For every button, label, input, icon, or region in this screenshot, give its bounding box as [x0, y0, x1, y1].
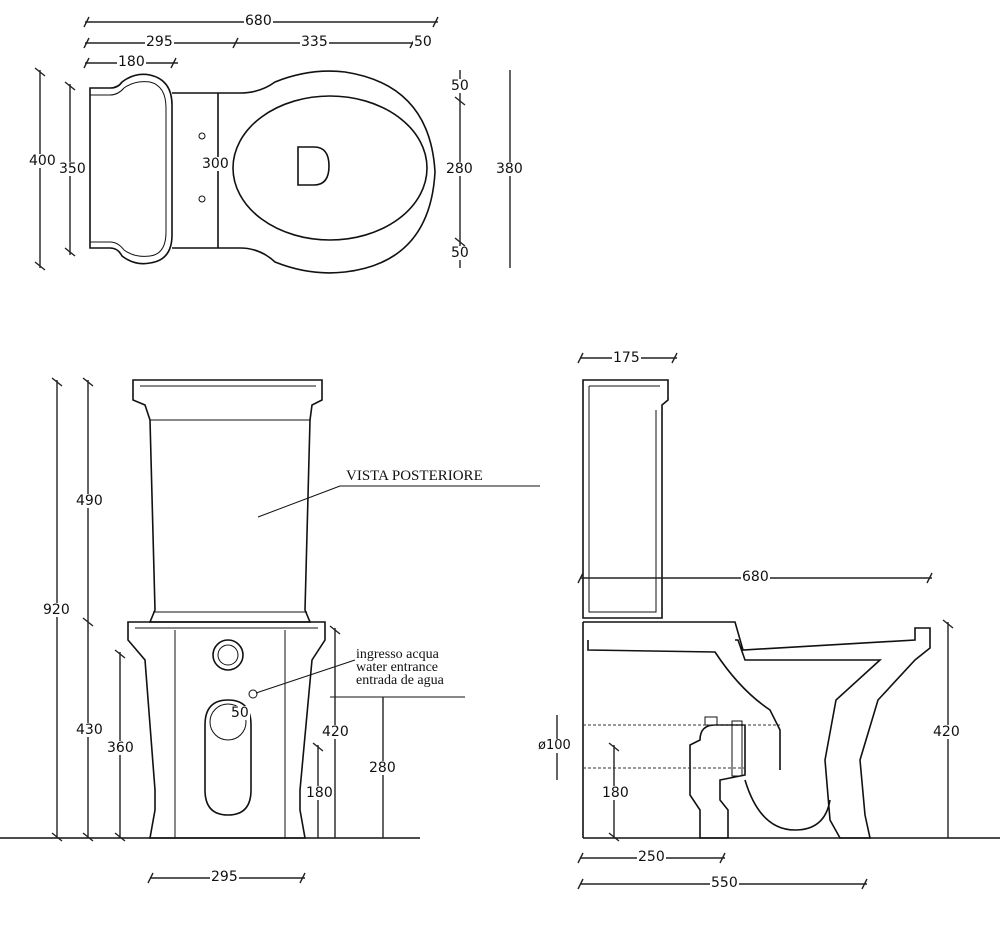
dim-side-length: 550 [710, 875, 739, 891]
water-inlet-label-en: water entrance [356, 660, 438, 675]
water-inlet-label-es: entrada de agua [356, 673, 444, 688]
dim-seat-to-bowl: 335 [300, 34, 329, 50]
dim-280: 280 [368, 760, 397, 776]
top-view [34, 16, 511, 274]
dim-rim: 50 [413, 34, 433, 50]
dim-base-height: 430 [75, 722, 104, 738]
dim-420: 420 [321, 724, 350, 740]
rear-view-title: VISTA POSTERIORE [346, 468, 483, 484]
dim-180: 180 [305, 785, 334, 801]
dim-side-overall: 680 [741, 569, 770, 585]
dim-outlet-height: 180 [601, 785, 630, 801]
dim-outlet-diameter: ø100 [537, 738, 572, 753]
dim-side-height: 420 [932, 724, 961, 740]
dim-tank-height: 490 [75, 493, 104, 509]
dim-inlet-offset: 50 [230, 705, 250, 721]
rear-view [0, 377, 540, 884]
dim-width-295: 295 [210, 869, 239, 885]
dim-bowl-380: 380 [495, 161, 524, 177]
dim-360: 360 [106, 740, 135, 756]
water-inlet-label-it: ingresso acqua [356, 647, 439, 662]
dim-height-350: 350 [58, 161, 87, 177]
dim-outlet-distance: 250 [637, 849, 666, 865]
dim-width-300: 300 [201, 156, 230, 172]
dim-tank-to-seat: 295 [145, 34, 174, 50]
dim-total-height: 920 [42, 602, 71, 618]
dim-bottom-margin: 50 [450, 245, 470, 261]
dim-top-margin: 50 [450, 78, 470, 94]
dim-overall-length: 680 [244, 13, 273, 29]
side-view [556, 352, 1000, 890]
dim-bowl-280: 280 [445, 161, 474, 177]
dim-height-400: 400 [28, 153, 57, 169]
dim-tank-depth: 180 [117, 54, 146, 70]
dim-side-tank-depth: 175 [612, 350, 641, 366]
